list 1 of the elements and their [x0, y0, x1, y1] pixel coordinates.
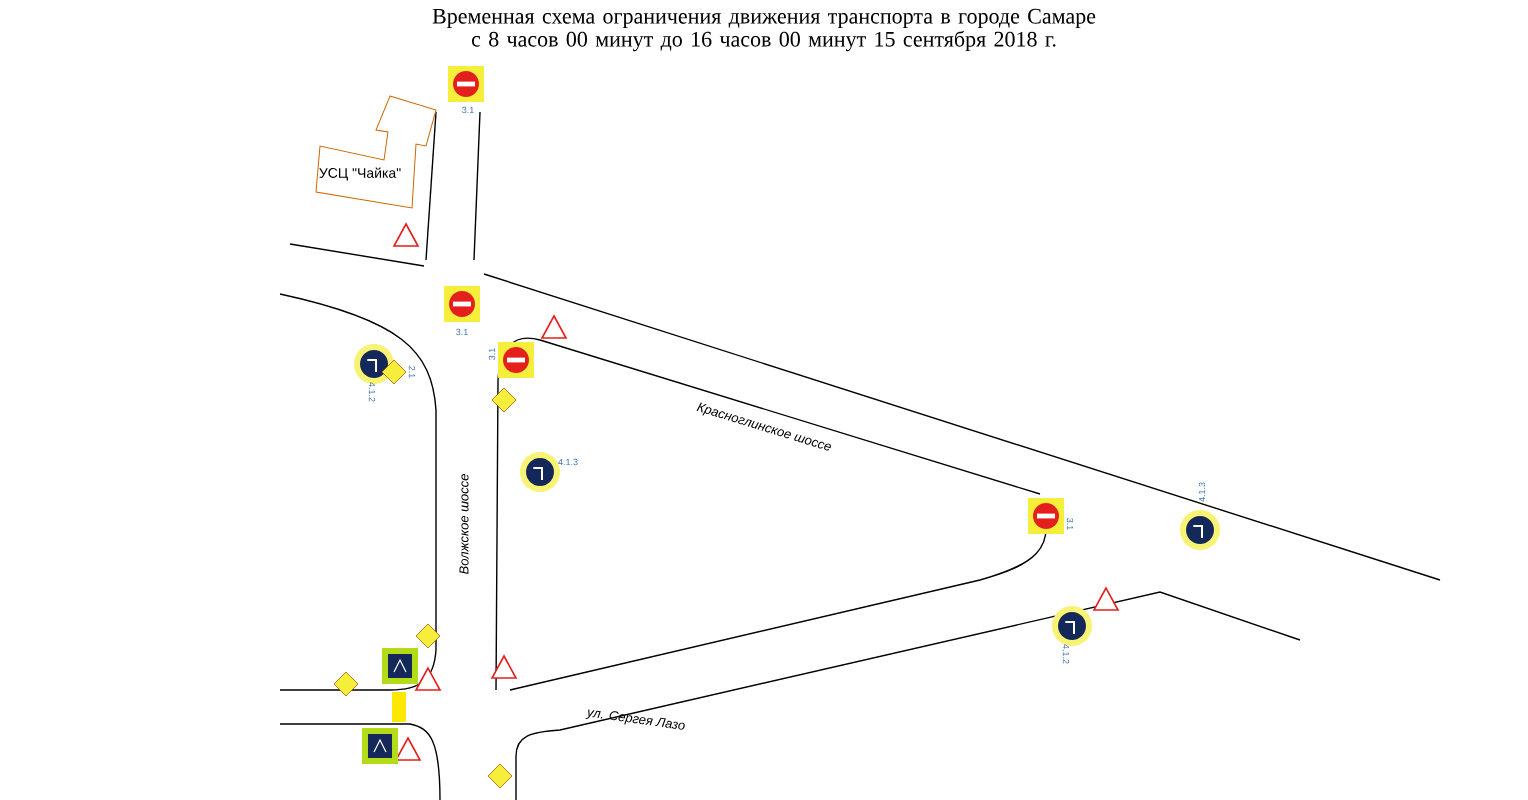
title: Временная схема ограничения движения транспорта в городе Самаре с 8 часов 00 минут до 16 часов 00 минут 15 сентября 2018 г. [432, 8, 1096, 52]
